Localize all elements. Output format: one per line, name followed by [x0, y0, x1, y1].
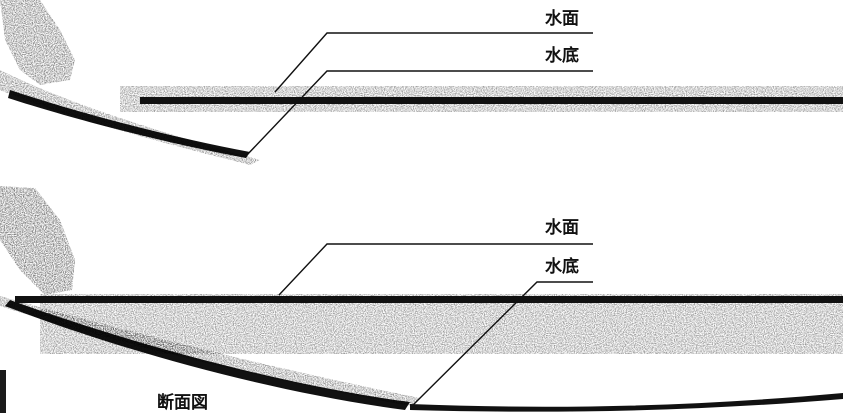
caption-marker: [0, 370, 6, 413]
panel-1-leaders: [245, 32, 593, 157]
figure-caption: 断面図: [157, 393, 208, 413]
panel-2-bank-slope: [5, 300, 410, 410]
panel-2-bank-vegetation: [0, 186, 75, 295]
panel-2-surface-haze: [40, 294, 843, 354]
panel-1-bank-vegetation: [0, 0, 75, 85]
panel-2-water-surface-line: [15, 296, 843, 303]
panel-1-water-bottom-label: 水底: [545, 46, 579, 66]
panel-2-point-cloud: [0, 186, 843, 412]
panel-2-bottom-leader: [412, 281, 593, 406]
panel-2-water-bottom-label: 水底: [545, 257, 579, 277]
panel-2-water-surface-label: 水面: [545, 218, 579, 238]
panel-1-water-surface-line: [140, 97, 843, 104]
panel-1-surface-leader: [274, 32, 593, 93]
panel-2-surface-leader: [278, 243, 593, 296]
panel-1-point-cloud: [0, 0, 843, 165]
panel-2-bank-slope-haze: [0, 296, 420, 406]
panel-1-water-surface-label: 水面: [545, 9, 579, 29]
panel-2-leaders: [278, 243, 593, 406]
panel-2-river-bottom-line: [410, 393, 843, 412]
panel-1-bank-slope-haze: [0, 70, 260, 165]
panel-1-bottom-leader: [245, 70, 593, 157]
